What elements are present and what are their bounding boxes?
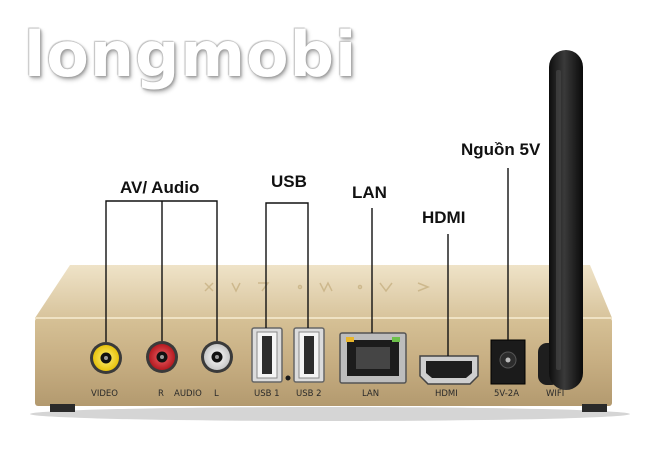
label-video: VIDEO <box>91 389 118 399</box>
callout-lines <box>105 168 509 356</box>
hdmi-port <box>419 355 479 385</box>
top-logo-embossing <box>204 281 431 293</box>
label-lan: LAN <box>362 389 380 399</box>
callout-av-audio: AV/ Audio <box>120 178 200 197</box>
usb-indicator-dot <box>285 375 291 381</box>
box-foot-right <box>582 404 607 412</box>
label-usb1: USB 1 <box>254 389 280 399</box>
label-wifi: WIFI <box>546 389 565 399</box>
callout-hdmi: HDMI <box>422 208 466 227</box>
usb-port-2 <box>293 327 325 383</box>
box-shadow <box>30 407 630 421</box>
callout-power: Nguồn 5V <box>461 140 541 159</box>
label-audio-l: L <box>214 389 219 399</box>
rca-audio-left-jack <box>201 341 233 373</box>
label-audio-r: R <box>158 389 164 399</box>
usb-port-1 <box>251 327 283 383</box>
label-usb2: USB 2 <box>296 389 322 399</box>
label-dc: 5V-2A <box>494 389 520 399</box>
label-hdmi: HDMI <box>435 389 458 399</box>
longmobi-watermark: longmobi <box>24 18 358 91</box>
lan-port <box>339 332 407 384</box>
wifi-antenna <box>549 50 583 390</box>
callout-usb: USB <box>271 172 307 191</box>
rca-video-jack <box>90 342 122 374</box>
callout-lan: LAN <box>352 183 387 202</box>
box-foot-left <box>50 404 75 412</box>
rca-audio-right-jack <box>146 341 178 373</box>
label-audio: AUDIO <box>174 389 202 399</box>
dc-power-jack <box>490 339 526 385</box>
